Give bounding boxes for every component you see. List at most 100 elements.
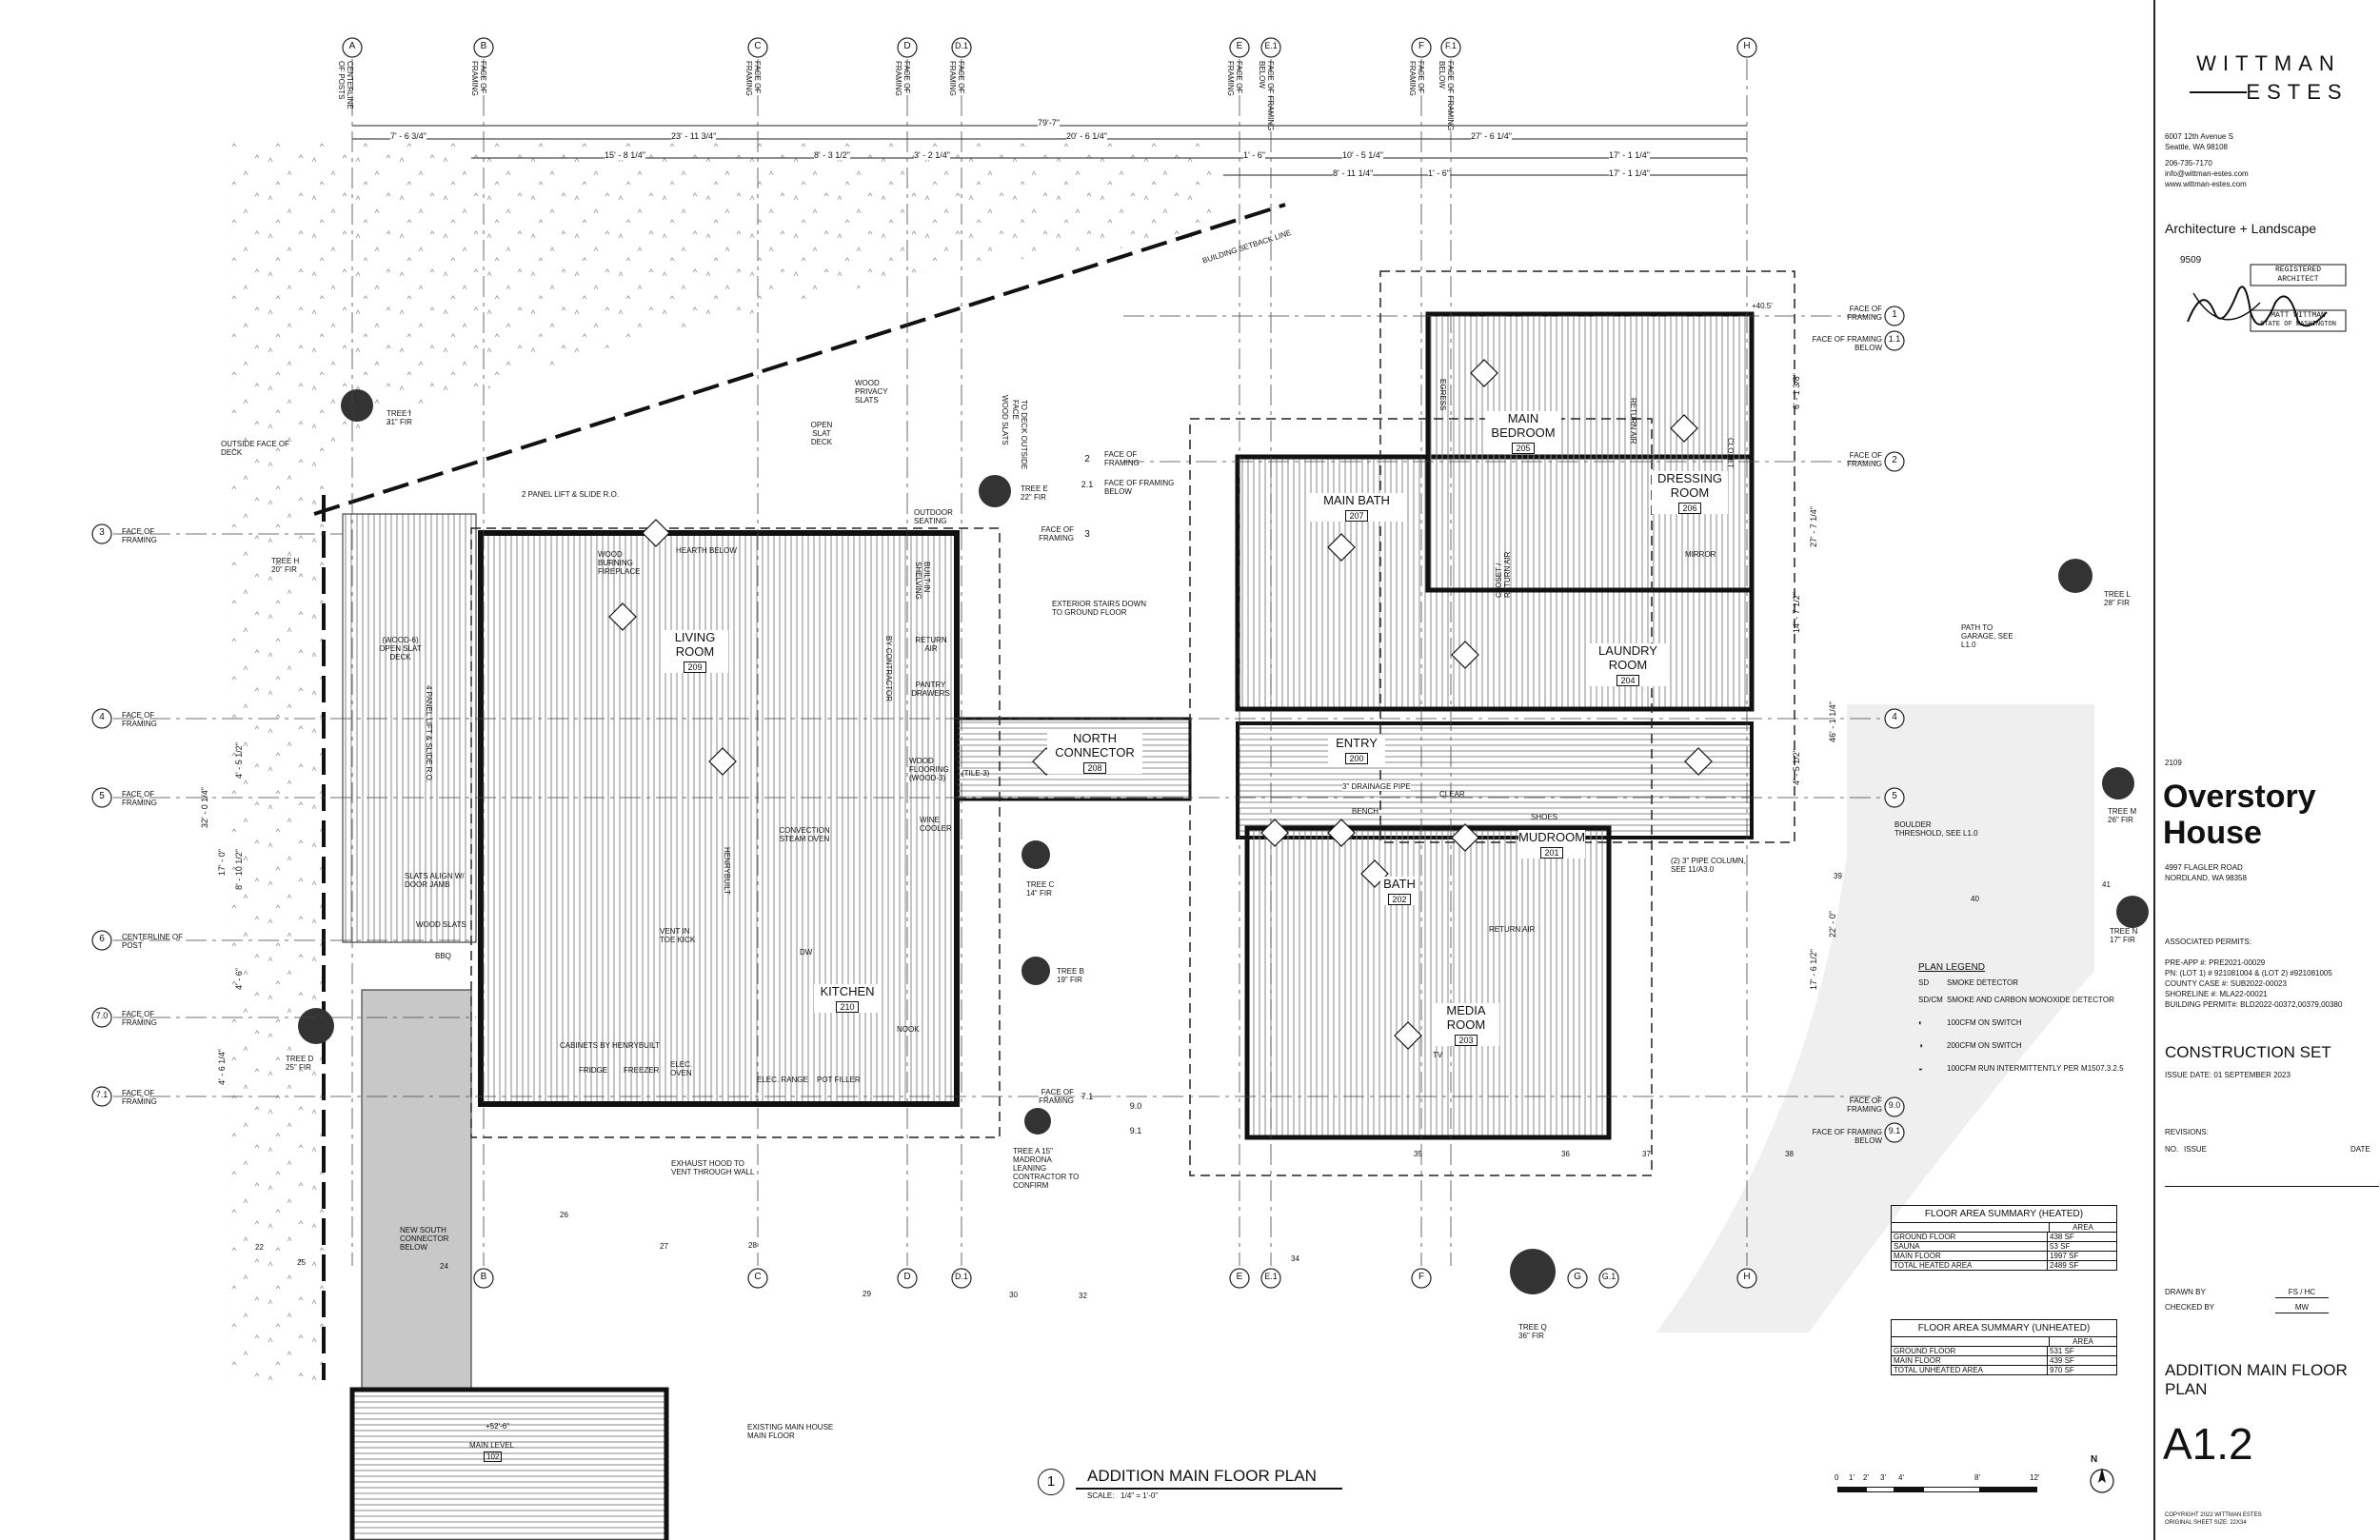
contour-35: 35: [1414, 1150, 1422, 1158]
note-vent-toe: VENT IN TOE KICK: [660, 927, 696, 944]
project-name-2: House: [2163, 815, 2262, 851]
revisions-label: REVISIONS:: [2165, 1128, 2209, 1136]
stamp-line1: REGISTERED: [2274, 266, 2321, 274]
note-slats-align: SLATS ALIGN W/ DOOR JAMB: [405, 872, 465, 889]
grid-top-note-F: FACE OF FRAMING: [1408, 61, 1425, 96]
room-name: ENTRY: [1336, 736, 1378, 750]
room-name: DRESSING ROOM: [1657, 471, 1722, 500]
scale-tick: 4': [1898, 1473, 1904, 1482]
grid-note-mid-2: FACE OF FRAMING: [1104, 450, 1140, 467]
permits-list: PRE-APP #: PRE2021-00029 PN: (LOT 1) # 9…: [2165, 958, 2343, 1009]
grid-label-left-71: 7.1: [95, 1090, 109, 1099]
scale-label: SCALE:: [1087, 1491, 1115, 1500]
note-setback: BUILDING SETBACK LINE: [1201, 227, 1293, 266]
note-return-air-1: RETURN AIR: [915, 636, 947, 653]
room-number: 203: [1455, 1035, 1478, 1046]
room-label-dressing: DRESSING ROOM 206: [1652, 471, 1728, 514]
grid-label-bottom-E1: E.1: [1264, 1272, 1278, 1281]
landscape-path: [1656, 704, 2094, 1333]
room-number: 200: [1345, 753, 1368, 764]
contour-39: 39: [1834, 872, 1842, 880]
note-south-connector: NEW SOUTH CONNECTOR BELOW: [400, 1226, 449, 1252]
south-connector: [361, 989, 472, 1391]
room-label-mudroom: MUDROOM 201: [1518, 830, 1585, 859]
grid-bubbles-left: [91, 523, 112, 1107]
landscape-planting-area: [228, 143, 1219, 1380]
scale-tick: 3': [1880, 1473, 1886, 1482]
area-summary-heated: FLOOR AREA SUMMARY (HEATED) AREA GROUND …: [1891, 1205, 2117, 1271]
north-label: N: [2091, 1454, 2098, 1465]
dim-top-3: 20' - 6 1/4": [1066, 131, 1107, 141]
grid-note-left-6: CENTERLINE OF POST: [122, 933, 184, 950]
area-heated-title: FLOOR AREA SUMMARY (HEATED): [1892, 1206, 2116, 1223]
grid-label-bottom-B: B: [480, 1272, 487, 1282]
note-pantry: PANTRY DRAWERS: [911, 681, 950, 698]
dim-right-2: 22' - 0": [1828, 911, 1837, 938]
grid-note-mid-3: FACE OF FRAMING: [1039, 525, 1074, 543]
scale-tick: 12': [2030, 1473, 2040, 1482]
revisions-rule: [2165, 1186, 2379, 1187]
note-wood-slats-2: WOOD SLATS: [416, 920, 466, 929]
room-label-kitchen: KITCHEN 210: [814, 984, 881, 1013]
grid-label-right-2: 2: [1892, 455, 1897, 465]
room-label-north-connector: NORTH CONNECTOR 208: [1047, 731, 1142, 774]
note-drainage: 3" DRAINAGE PIPE: [1342, 782, 1411, 791]
grid-label-top-E: E: [1236, 41, 1243, 51]
dim-top-10: 17' - 1 1/4": [1609, 150, 1650, 160]
note-wood-slats: WOOD SLATS: [1001, 395, 1009, 445]
room-label-entry: ENTRY 200: [1328, 736, 1385, 764]
drawing-title: ADDITION MAIN FLOOR PLAN: [1087, 1467, 1317, 1485]
note-dw: DW: [800, 948, 813, 957]
dim-right-4: 27' - 7 1/4": [1809, 506, 1818, 547]
drawing-title-block: 1 ADDITION MAIN FLOOR PLAN SCALE: 1/4" =…: [1038, 1467, 1352, 1505]
grid-label-right-5: 5: [1892, 791, 1897, 801]
note-elec-range: ELEC. RANGE: [757, 1076, 808, 1084]
dim-left-1: 32' - 0 1/4": [200, 787, 209, 828]
grid-label-right-1: 1: [1892, 309, 1897, 320]
plan-legend-title: PLAN LEGEND: [1918, 962, 1986, 973]
grid-label-top-F1: F.1: [1444, 41, 1457, 50]
grid-label-bottom-G1: G.1: [1601, 1272, 1616, 1281]
grid-label-mid-3: 3: [1084, 529, 1090, 540]
grid-label-right-11: 1.1: [1888, 334, 1901, 344]
existing-main-house: [349, 1387, 669, 1540]
note-cabinets: CABINETS BY HENRYBUILT: [560, 1041, 660, 1050]
contour-36: 36: [1561, 1150, 1570, 1158]
room-label-laundry: LAUNDRY ROOM 204: [1590, 643, 1666, 686]
grid-label-bottom-G: G: [1574, 1272, 1581, 1282]
room-name: MEDIA ROOM: [1446, 1003, 1486, 1032]
grid-label-left-3: 3: [99, 527, 105, 538]
note-fireplace: WOOD BURNING FIREPLACE: [598, 550, 641, 576]
room-label-bath: BATH 202: [1380, 877, 1418, 905]
plan-labels: LIVING ROOM 209 KITCHEN 210 NORTH CONNEC…: [95, 41, 2138, 1505]
room-label-main-bath: MAIN BATH 207: [1309, 493, 1404, 522]
room-name: NORTH CONNECTOR: [1055, 731, 1135, 760]
contour-37: 37: [1642, 1150, 1651, 1158]
note-ext-stairs: EXTERIOR STAIRS DOWN TO GROUND FLOOR: [1052, 600, 1146, 617]
room-number: 206: [1678, 503, 1701, 514]
dim-top-4: 27' - 6 1/4": [1471, 131, 1512, 141]
note-4panel: 4 PANEL LIFT & SLIDE R.O.: [425, 685, 433, 783]
issue-date: ISSUE DATE: 01 SEPTEMBER 2023: [2165, 1071, 2291, 1079]
note-freezer: FREEZER: [624, 1066, 660, 1075]
grid-label-left-6: 6: [99, 934, 105, 944]
grid-label-right-4: 4: [1892, 712, 1897, 722]
note-by-contractor: BY CONTRACTOR: [884, 636, 893, 702]
scale-tick: 0: [1835, 1473, 1839, 1482]
grid-note-left-3: FACE OF FRAMING: [122, 527, 157, 544]
room-label-living: LIVING ROOM 209: [662, 630, 728, 673]
grid-note-right-1: FACE OF FRAMING: [1847, 305, 1882, 322]
grid-label-bottom-F: F: [1418, 1272, 1425, 1282]
dim-top-12: 1' - 6": [1428, 168, 1450, 178]
grid-note-right-91: FACE OF FRAMING BELOW: [1812, 1128, 1882, 1145]
stamp-line4: STATE OF WASHINGTON: [2260, 321, 2336, 328]
drawn-by-label: DRAWN BY: [2165, 1288, 2206, 1296]
grid-note-mid-71: FACE OF FRAMING: [1039, 1088, 1074, 1105]
contour-28: 28: [748, 1241, 757, 1250]
grid-label-top-F: F: [1418, 41, 1425, 51]
